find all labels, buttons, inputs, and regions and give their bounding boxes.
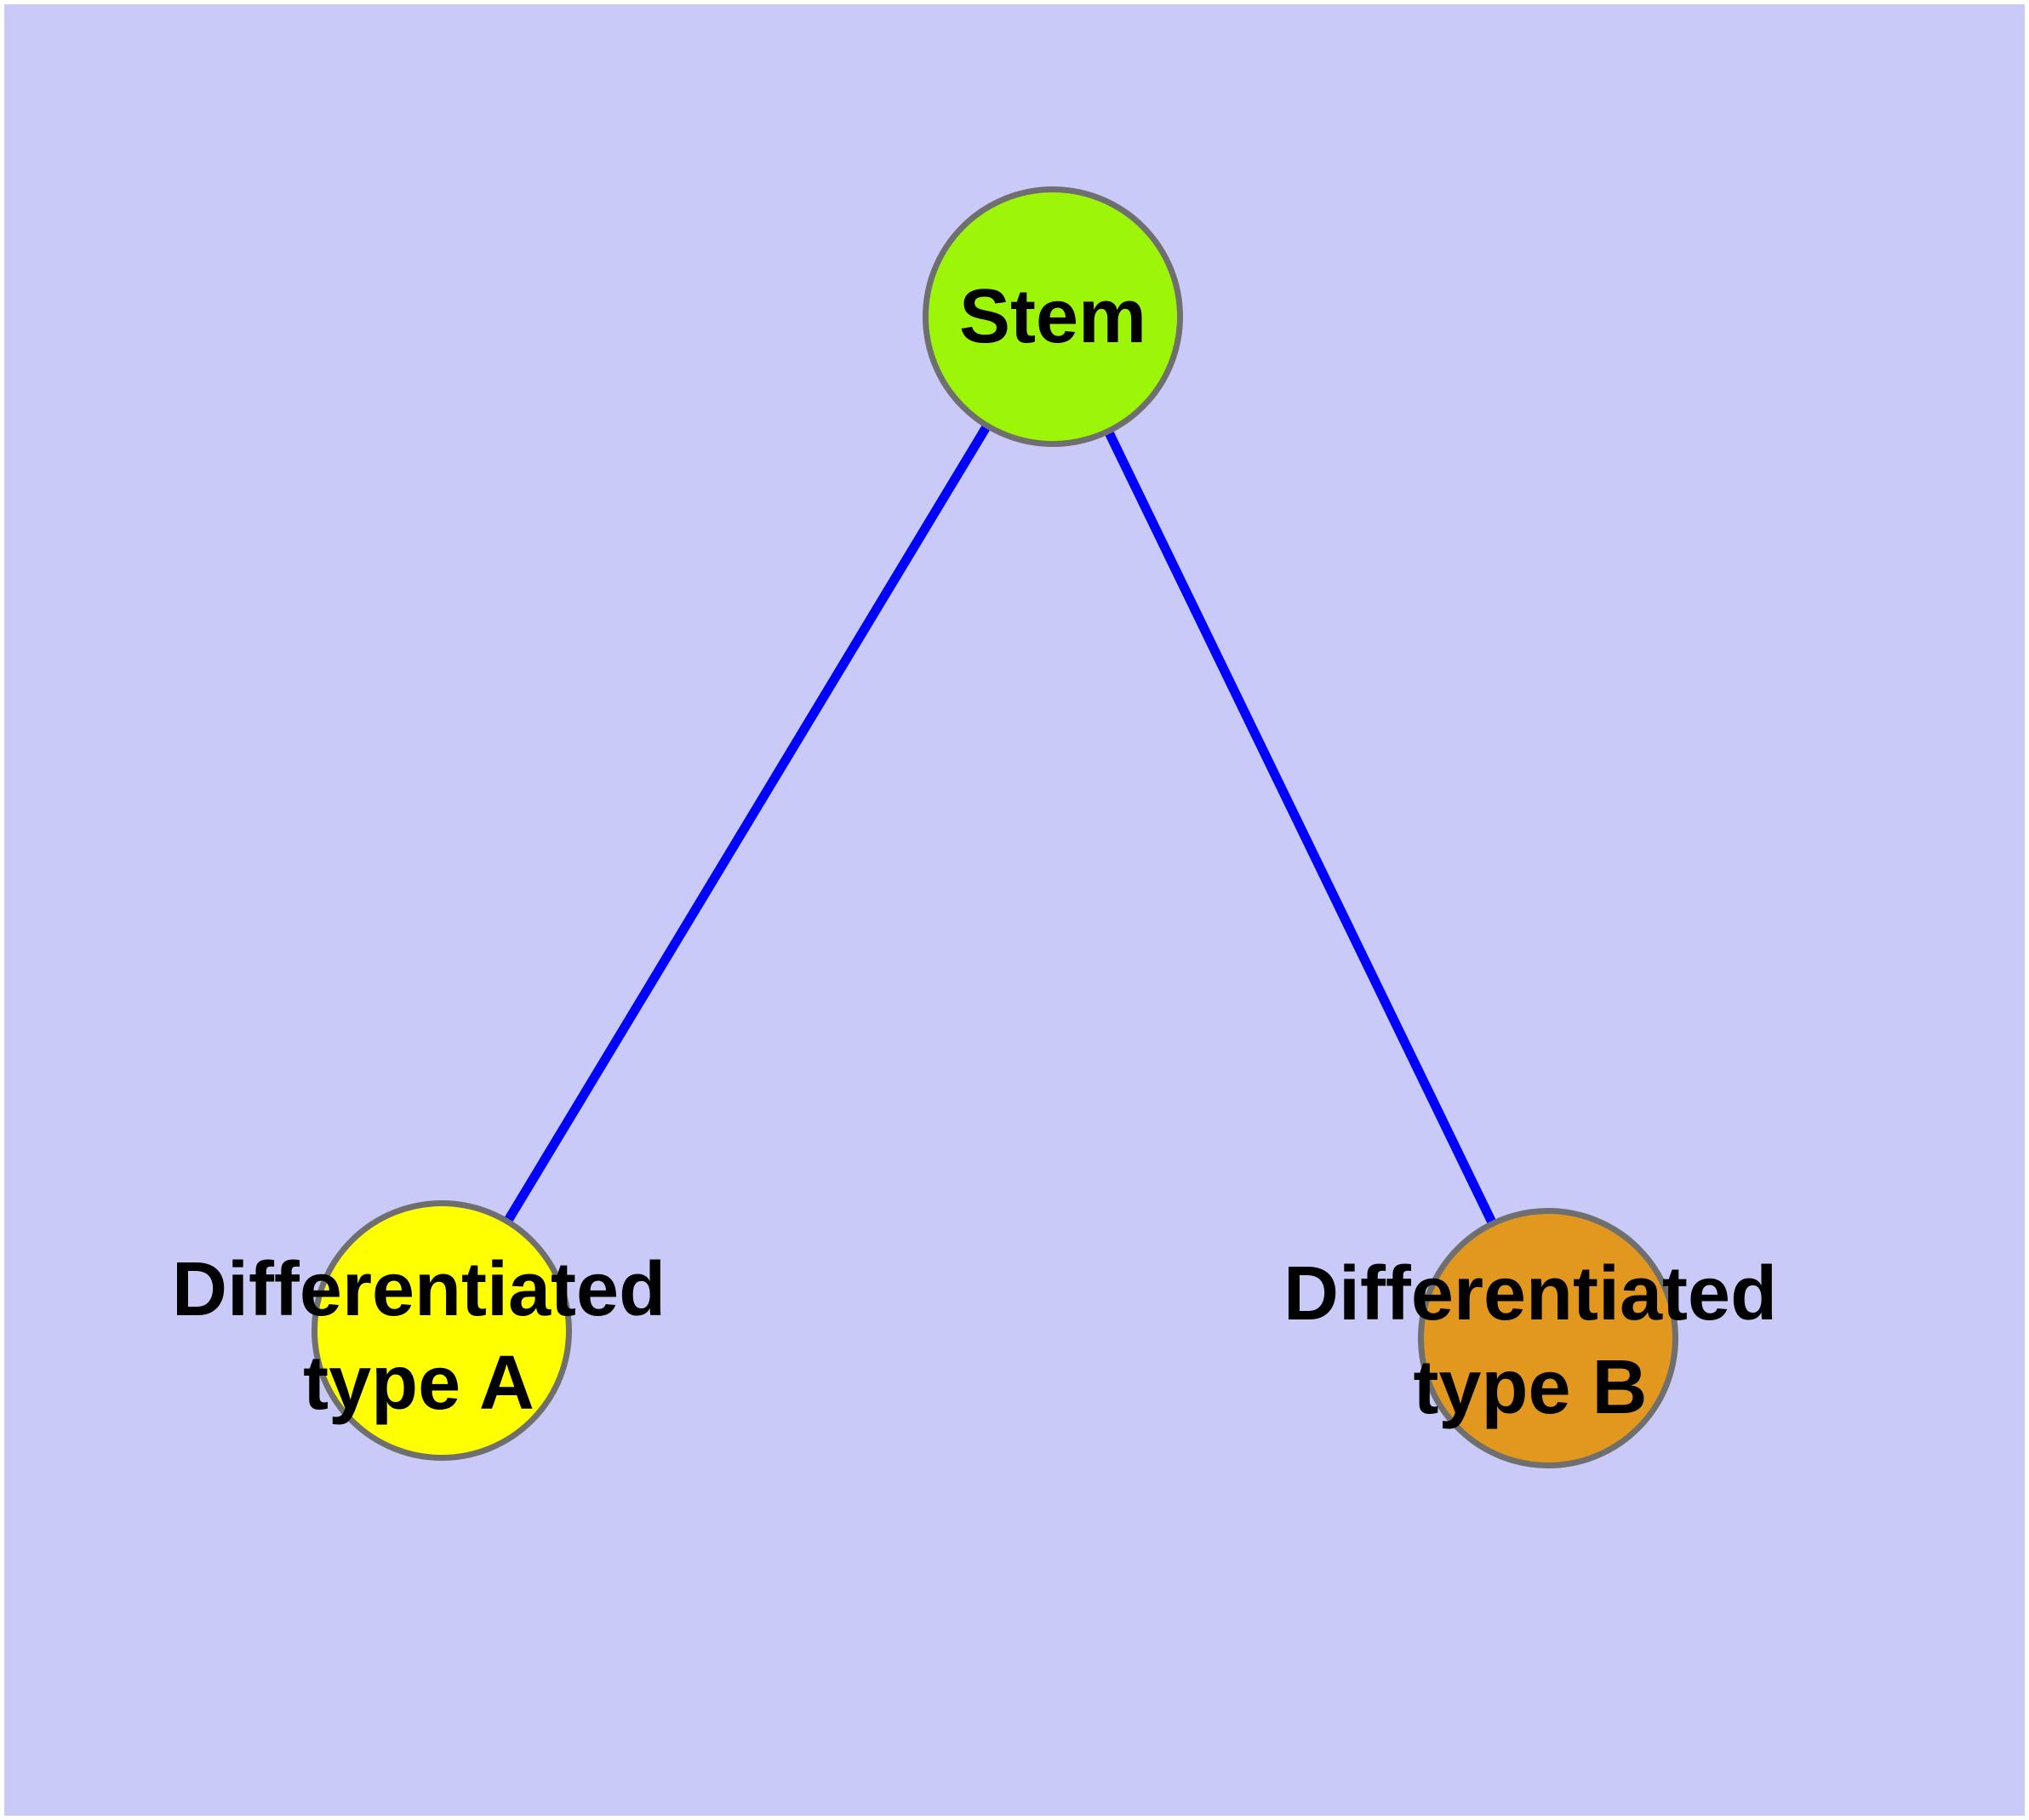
node-type-b xyxy=(1418,1208,1678,1468)
edge-stem-to-type-a xyxy=(437,314,1057,1333)
node-stem xyxy=(923,186,1183,447)
edge-stem-to-type-b xyxy=(1049,314,1552,1341)
node-label-stem: Stem xyxy=(958,274,1147,359)
node-label-type-b: Differentiated type B xyxy=(1283,1251,1778,1430)
node-label-type-a: Differentiated type A xyxy=(171,1247,666,1426)
node-type-a xyxy=(311,1200,572,1461)
